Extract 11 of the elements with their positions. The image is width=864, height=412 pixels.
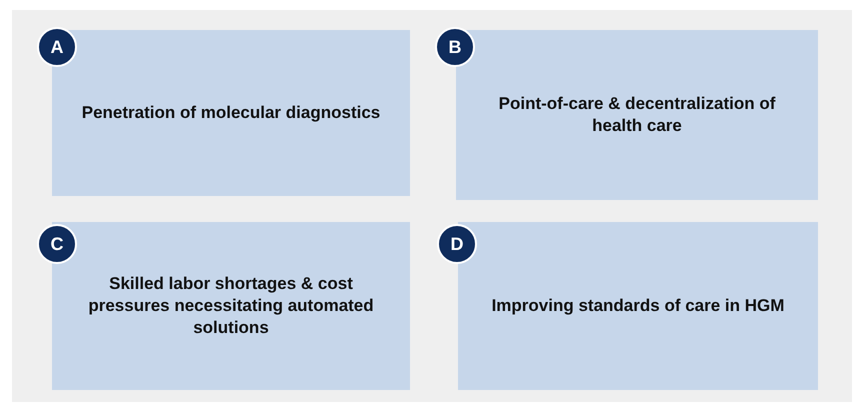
card-text: Skilled labor shortages & cost pressures necessitating automated solutions xyxy=(87,273,375,339)
card-text: Improving standards of care in HGM xyxy=(490,295,786,317)
letter-badge: C xyxy=(37,224,77,264)
letter-badge: B xyxy=(435,27,475,67)
topic-card xyxy=(52,30,410,196)
topic-card xyxy=(52,222,410,390)
letter-badge: D xyxy=(437,224,477,264)
background-panel xyxy=(12,10,852,402)
letter-badge: A xyxy=(37,27,77,67)
card-text: Penetration of molecular diagnostics xyxy=(80,102,382,124)
card-text: Point-of-care & decentralization of health care xyxy=(498,93,776,137)
